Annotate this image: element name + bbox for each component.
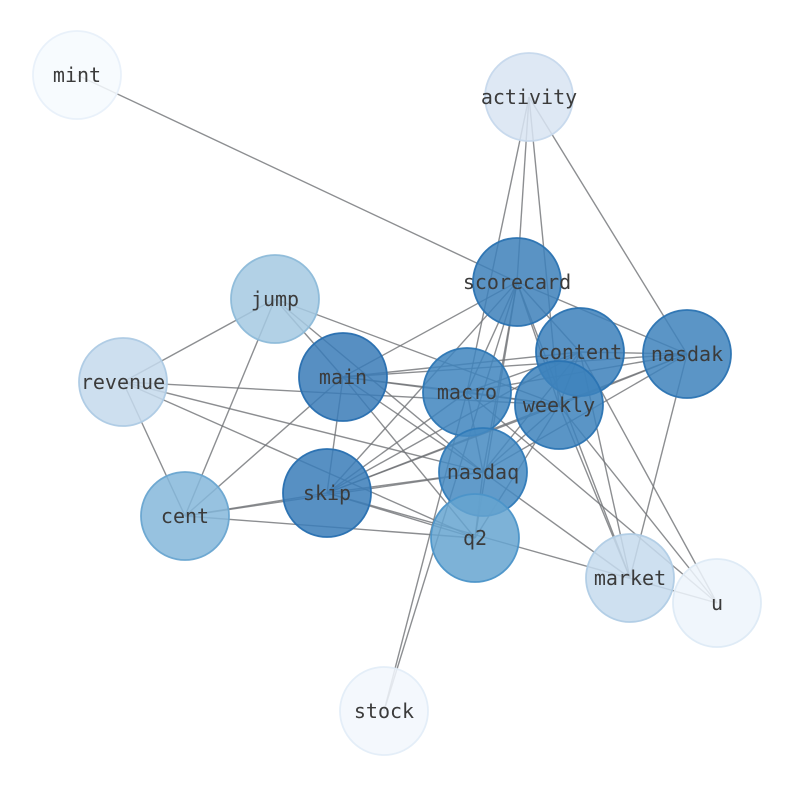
node-cent	[140, 471, 230, 561]
node-activity	[484, 52, 574, 142]
edge-activity-nasdak	[528, 96, 688, 355]
node-q2	[430, 493, 520, 583]
node-stock	[339, 666, 429, 756]
node-nasdak	[642, 309, 732, 399]
node-market	[585, 533, 675, 623]
node-main	[298, 332, 388, 422]
node-weekly	[514, 360, 604, 450]
node-mint	[32, 30, 122, 120]
node-macro	[422, 347, 512, 437]
edge-skip-nasdak	[326, 353, 688, 494]
edge-main-nasdak	[342, 353, 688, 378]
node-scorecard	[472, 237, 562, 327]
node-u	[672, 558, 762, 648]
node-jump	[230, 254, 320, 344]
edge-macro-u	[466, 391, 718, 604]
node-skip	[282, 448, 372, 538]
nodes-layer	[32, 30, 762, 756]
edge-jump-weekly	[274, 298, 560, 406]
edge-mint-scorecard	[76, 74, 518, 283]
node-revenue	[78, 337, 168, 427]
edge-content-u	[579, 351, 718, 604]
